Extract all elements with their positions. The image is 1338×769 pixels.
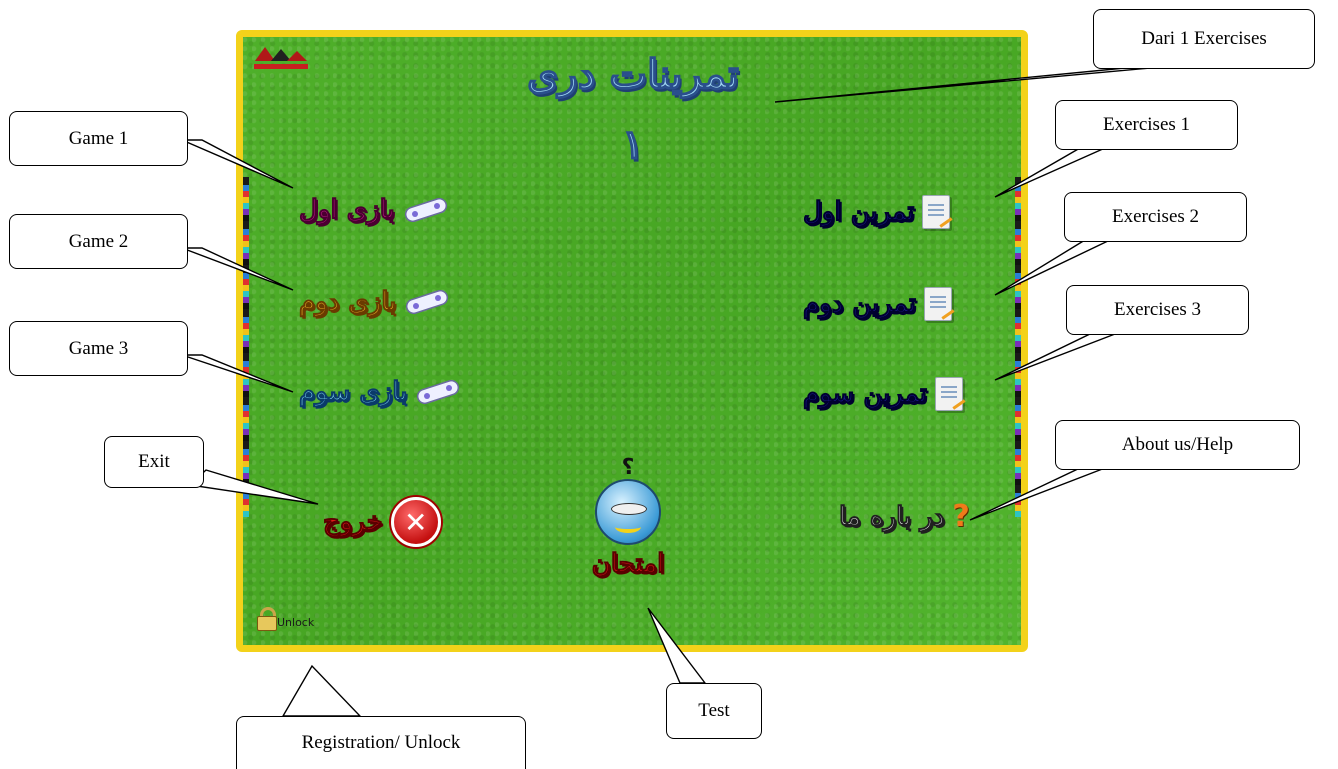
gamepad-icon [417,379,460,405]
callout-exercises3: Exercises 3 [1066,285,1249,335]
decorative-border-right [1015,177,1021,517]
game3-label: بازی سوم [298,377,408,408]
gamepad-icon [406,289,449,315]
callout-exit: Exit [104,436,204,488]
exercise2-button[interactable]: تمرین دوم [803,287,952,321]
question-mark: ؟ [621,455,635,480]
document-icon [923,287,952,321]
callout-game1: Game 1 [9,111,188,166]
gamepad-icon [404,197,447,223]
logo-icon [254,47,308,69]
decorative-border-left [243,177,249,517]
test-button[interactable]: ؟ امتحان [573,455,683,615]
game1-label: بازی اول [299,195,396,226]
exercise1-button[interactable]: تمرین اول [802,195,951,229]
about-label: در باره ما [838,501,945,532]
game3-button[interactable]: بازی سوم [298,377,461,408]
document-icon [935,377,964,411]
callout-dari-exercises: Dari 1 Exercises [1093,9,1315,69]
exit-label: خروج [323,507,384,538]
game1-button[interactable]: بازی اول [299,195,449,226]
callout-registration: Registration/ Unlock [236,716,526,769]
exit-icon: ✕ [390,497,441,547]
game2-button[interactable]: بازی دوم [298,287,450,318]
about-button[interactable]: ? در باره ما [838,499,970,534]
lock-icon [257,607,277,631]
exercise3-label: تمرین سوم [802,379,928,410]
callout-game3: Game 3 [9,321,188,376]
exit-button[interactable]: ✕ خروج [323,497,441,547]
callout-game2: Game 2 [9,214,188,269]
help-icon: ? [952,499,970,534]
exercise3-button[interactable]: تمرین سوم [802,377,964,411]
document-icon [922,195,951,229]
unlock-button[interactable]: Unlock [257,607,315,631]
callout-test: Test [666,683,762,739]
game2-label: بازی دوم [298,287,397,318]
unlock-label: Unlock [277,616,315,629]
callout-exercises2: Exercises 2 [1064,192,1247,242]
test-label: امتحان [591,549,665,580]
app-title: تمرینات دری [526,50,739,99]
exercise2-label: تمرین دوم [803,289,917,320]
test-face-icon [595,479,661,545]
callout-exercises1: Exercises 1 [1055,100,1238,150]
app-window: تمرینات دری ۱ بازی اول بازی دوم بازی سوم… [236,30,1028,652]
callout-about: About us/Help [1055,420,1300,470]
exercise1-label: تمرین اول [802,197,915,228]
app-title-number: ۱ [622,120,645,169]
